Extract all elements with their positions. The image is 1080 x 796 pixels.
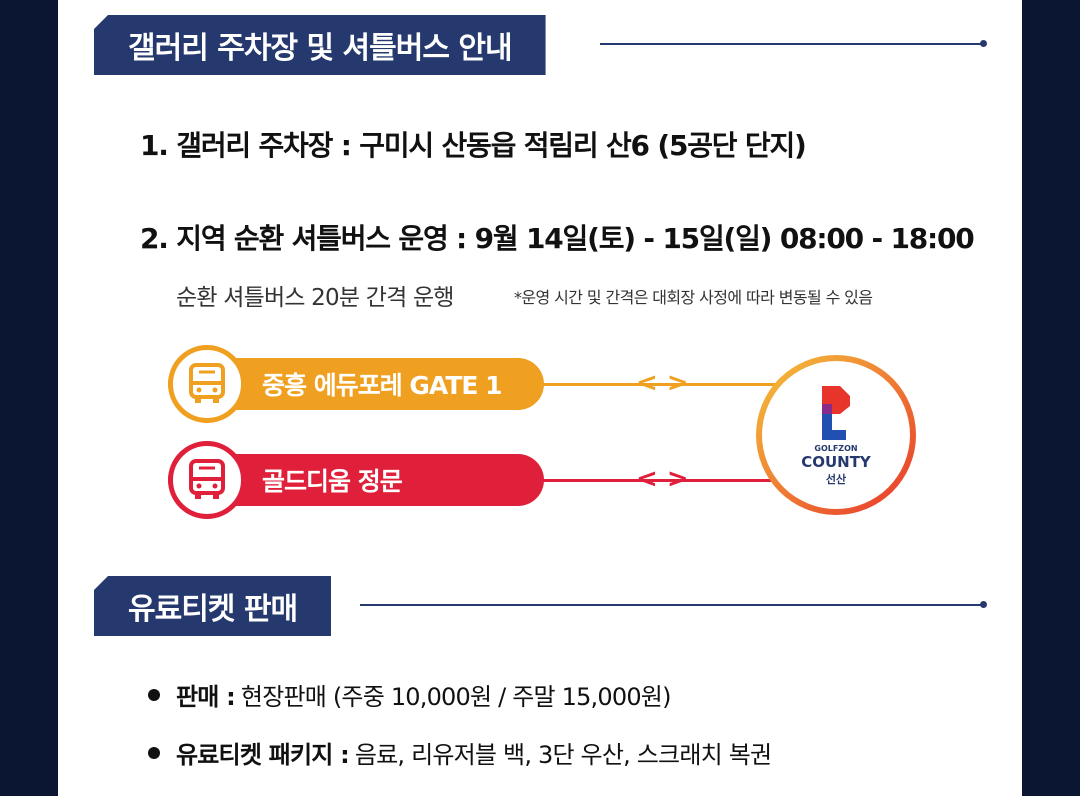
bus-icon <box>168 345 246 423</box>
route-line-1 <box>540 383 780 386</box>
parking-info: 1. 갤러리 주차장 : 구미시 산동읍 적림리 산6 (5공단 단지) <box>140 129 807 162</box>
ticket-sale-value: 현장판매 (주중 10,000원 / 주말 15,000원) <box>240 683 672 711</box>
route-stop-1: 중흥 에듀포레 GATE 1 <box>168 345 544 423</box>
ticket-package-item: 유료티켓 패키지 : 음료, 리유저블 백, 3단 우산, 스크래치 복권 <box>148 735 772 770</box>
section-title-text: 갤러리 주차장 및 셔틀버스 안내 <box>128 31 513 66</box>
shuttle-info: 2. 지역 순환 셔틀버스 운영 : 9월 14일(토) - 15일(일) 08… <box>140 222 975 255</box>
route-line-2 <box>540 479 780 482</box>
ticket-package-value: 음료, 리유저블 백, 3단 우산, 스크래치 복권 <box>354 741 772 769</box>
logo-brand: GOLFZON <box>814 443 858 453</box>
section-divider <box>360 604 982 606</box>
shuttle-interval: 순환 셔틀버스 20분 간격 운행 <box>176 285 454 311</box>
bidirectional-arrow-icon: < > <box>636 368 689 398</box>
section-title-text: 유료티켓 판매 <box>128 592 298 627</box>
ticket-package-label: 유료티켓 패키지 : <box>176 741 350 769</box>
county-mark-icon <box>822 385 850 440</box>
divider-dot <box>980 601 987 608</box>
logo-place: 선산 <box>825 472 847 486</box>
ticket-sale-label: 판매 : <box>176 683 236 711</box>
section-divider <box>600 43 982 45</box>
route-stop-1-label: 중흥 에듀포레 GATE 1 <box>262 371 503 400</box>
ticket-sale-item: 판매 : 현장판매 (주중 10,000원 / 주말 15,000원) <box>148 677 671 712</box>
section-title-tickets: 유료티켓 판매 <box>94 576 332 636</box>
bidirectional-arrow-icon: < > <box>636 464 689 494</box>
bullet-icon <box>148 746 160 759</box>
bullet-icon <box>148 688 160 701</box>
section-title-shuttle: 갤러리 주차장 및 셔틀버스 안내 <box>94 15 546 75</box>
divider-dot <box>980 40 987 47</box>
route-stop-2: 골드디움 정문 <box>168 441 544 519</box>
bus-icon <box>168 441 246 519</box>
shuttle-note: *운영 시간 및 간격은 대회장 사정에 따라 변동될 수 있음 <box>514 288 873 307</box>
route-stop-2-label: 골드디움 정문 <box>262 467 403 496</box>
logo-name: COUNTY <box>801 452 871 471</box>
golfzon-county-logo: GOLFZON COUNTY 선산 <box>756 355 916 515</box>
